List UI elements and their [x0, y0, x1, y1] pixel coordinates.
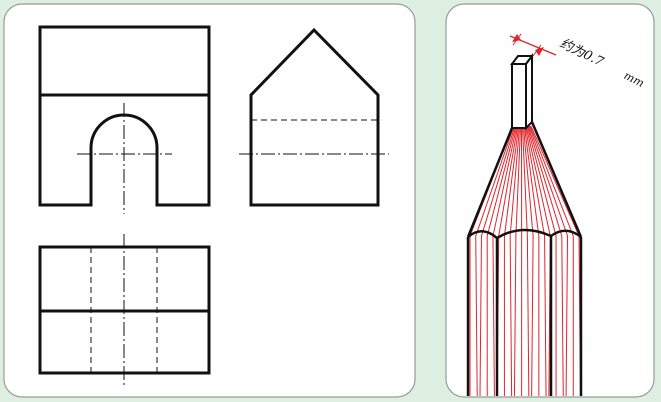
side-view-outline [249, 27, 380, 207]
graphite-line [503, 125, 520, 396]
pencil-figure: 约为0.7 mm [466, 33, 646, 396]
front-view-outline [38, 25, 211, 207]
graphite-line [529, 125, 574, 396]
graphite-line [509, 125, 521, 396]
graphite-line [528, 125, 569, 396]
graphite-line [475, 125, 515, 396]
side-view [239, 27, 389, 207]
top-view [38, 234, 211, 388]
graphite-line [523, 125, 540, 396]
extension-line-left [512, 33, 522, 46]
graphite-line [524, 125, 547, 396]
graphite-line [486, 125, 517, 396]
graphite-line [479, 125, 516, 396]
pencil-wood-edge [467, 228, 582, 240]
graphite-line [522, 125, 534, 396]
pencil-body [466, 236, 583, 396]
graphite-line [513, 125, 522, 396]
pencil-lead [510, 53, 534, 131]
dimension-arrow-right [535, 47, 544, 56]
extension-line-right [532, 44, 542, 57]
front-view [38, 25, 211, 214]
graphite-line [521, 125, 530, 396]
graphite-line [526, 125, 557, 396]
lead-side-face [525, 53, 533, 131]
graphite-line [527, 125, 564, 396]
pencil-cone-outline [466, 121, 583, 238]
dimension-arrow-left [512, 34, 521, 42]
lead-front-face [511, 63, 527, 129]
